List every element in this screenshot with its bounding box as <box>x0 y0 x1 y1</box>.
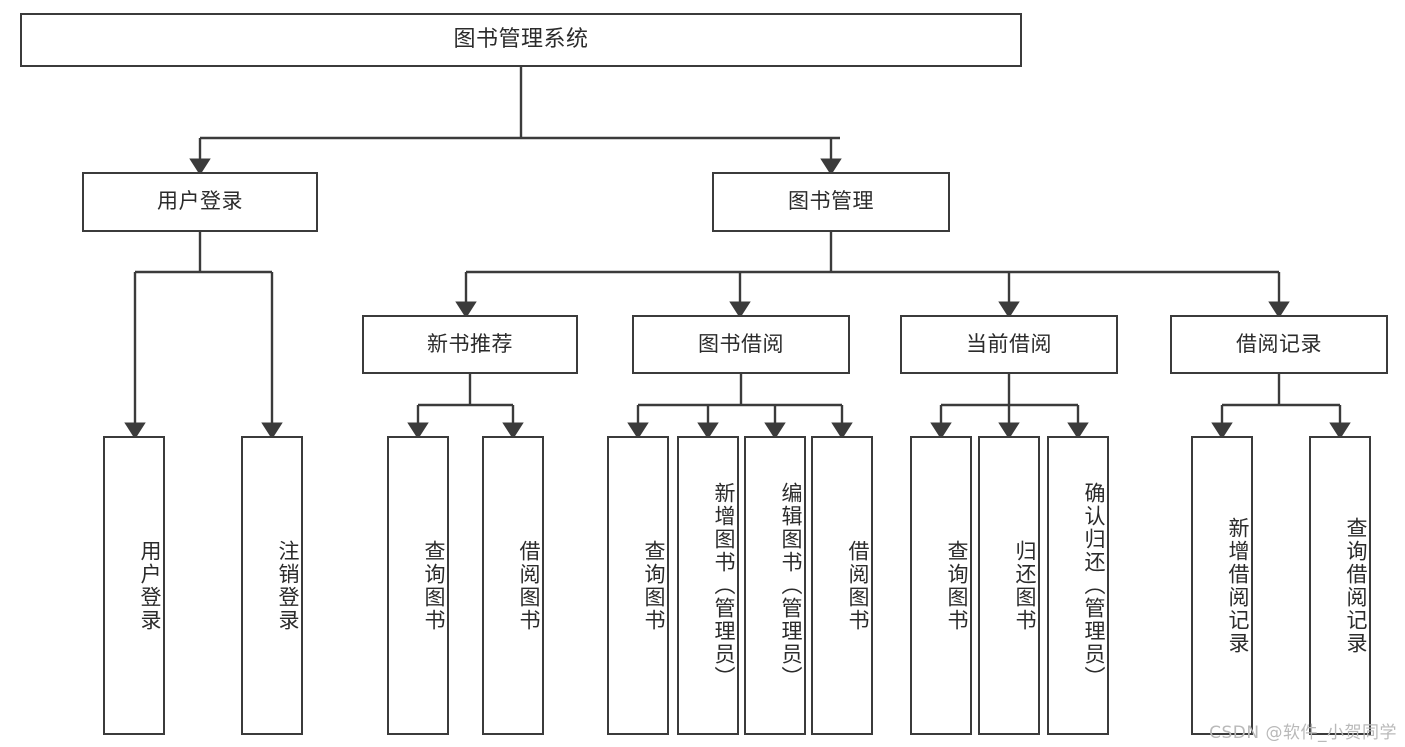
node-current-borrow[interactable]: 当前借阅 <box>900 315 1118 374</box>
node-leaf-return-book[interactable]: 归还图书 <box>978 436 1040 735</box>
node-leaf-query-borrow-record[interactable]: 查询借阅记录 <box>1309 436 1371 735</box>
node-user-login[interactable]: 用户登录 <box>82 172 318 232</box>
node-root[interactable]: 图书管理系统 <box>20 13 1022 67</box>
node-leaf-add-book[interactable]: 新增图书（管理员） <box>677 436 739 735</box>
node-leaf-add-borrow-record[interactable]: 新增借阅记录 <box>1191 436 1253 735</box>
node-leaf-query-book-1[interactable]: 查询图书 <box>387 436 449 735</box>
node-leaf-query-book-2[interactable]: 查询图书 <box>607 436 669 735</box>
node-leaf-logout-login[interactable]: 注销登录 <box>241 436 303 735</box>
csdn-watermark: CSDN @软件_小贺同学 <box>1209 723 1397 743</box>
node-new-book-recommend[interactable]: 新书推荐 <box>362 315 578 374</box>
node-leaf-borrow-book-1[interactable]: 借阅图书 <box>482 436 544 735</box>
node-borrow-record[interactable]: 借阅记录 <box>1170 315 1388 374</box>
node-leaf-confirm-return[interactable]: 确认归还（管理员） <box>1047 436 1109 735</box>
node-book-manage[interactable]: 图书管理 <box>712 172 950 232</box>
node-leaf-borrow-book-2[interactable]: 借阅图书 <box>811 436 873 735</box>
node-leaf-user-login[interactable]: 用户登录 <box>103 436 165 735</box>
node-leaf-edit-book[interactable]: 编辑图书（管理员） <box>744 436 806 735</box>
node-book-borrow[interactable]: 图书借阅 <box>632 315 850 374</box>
node-leaf-query-book-3[interactable]: 查询图书 <box>910 436 972 735</box>
